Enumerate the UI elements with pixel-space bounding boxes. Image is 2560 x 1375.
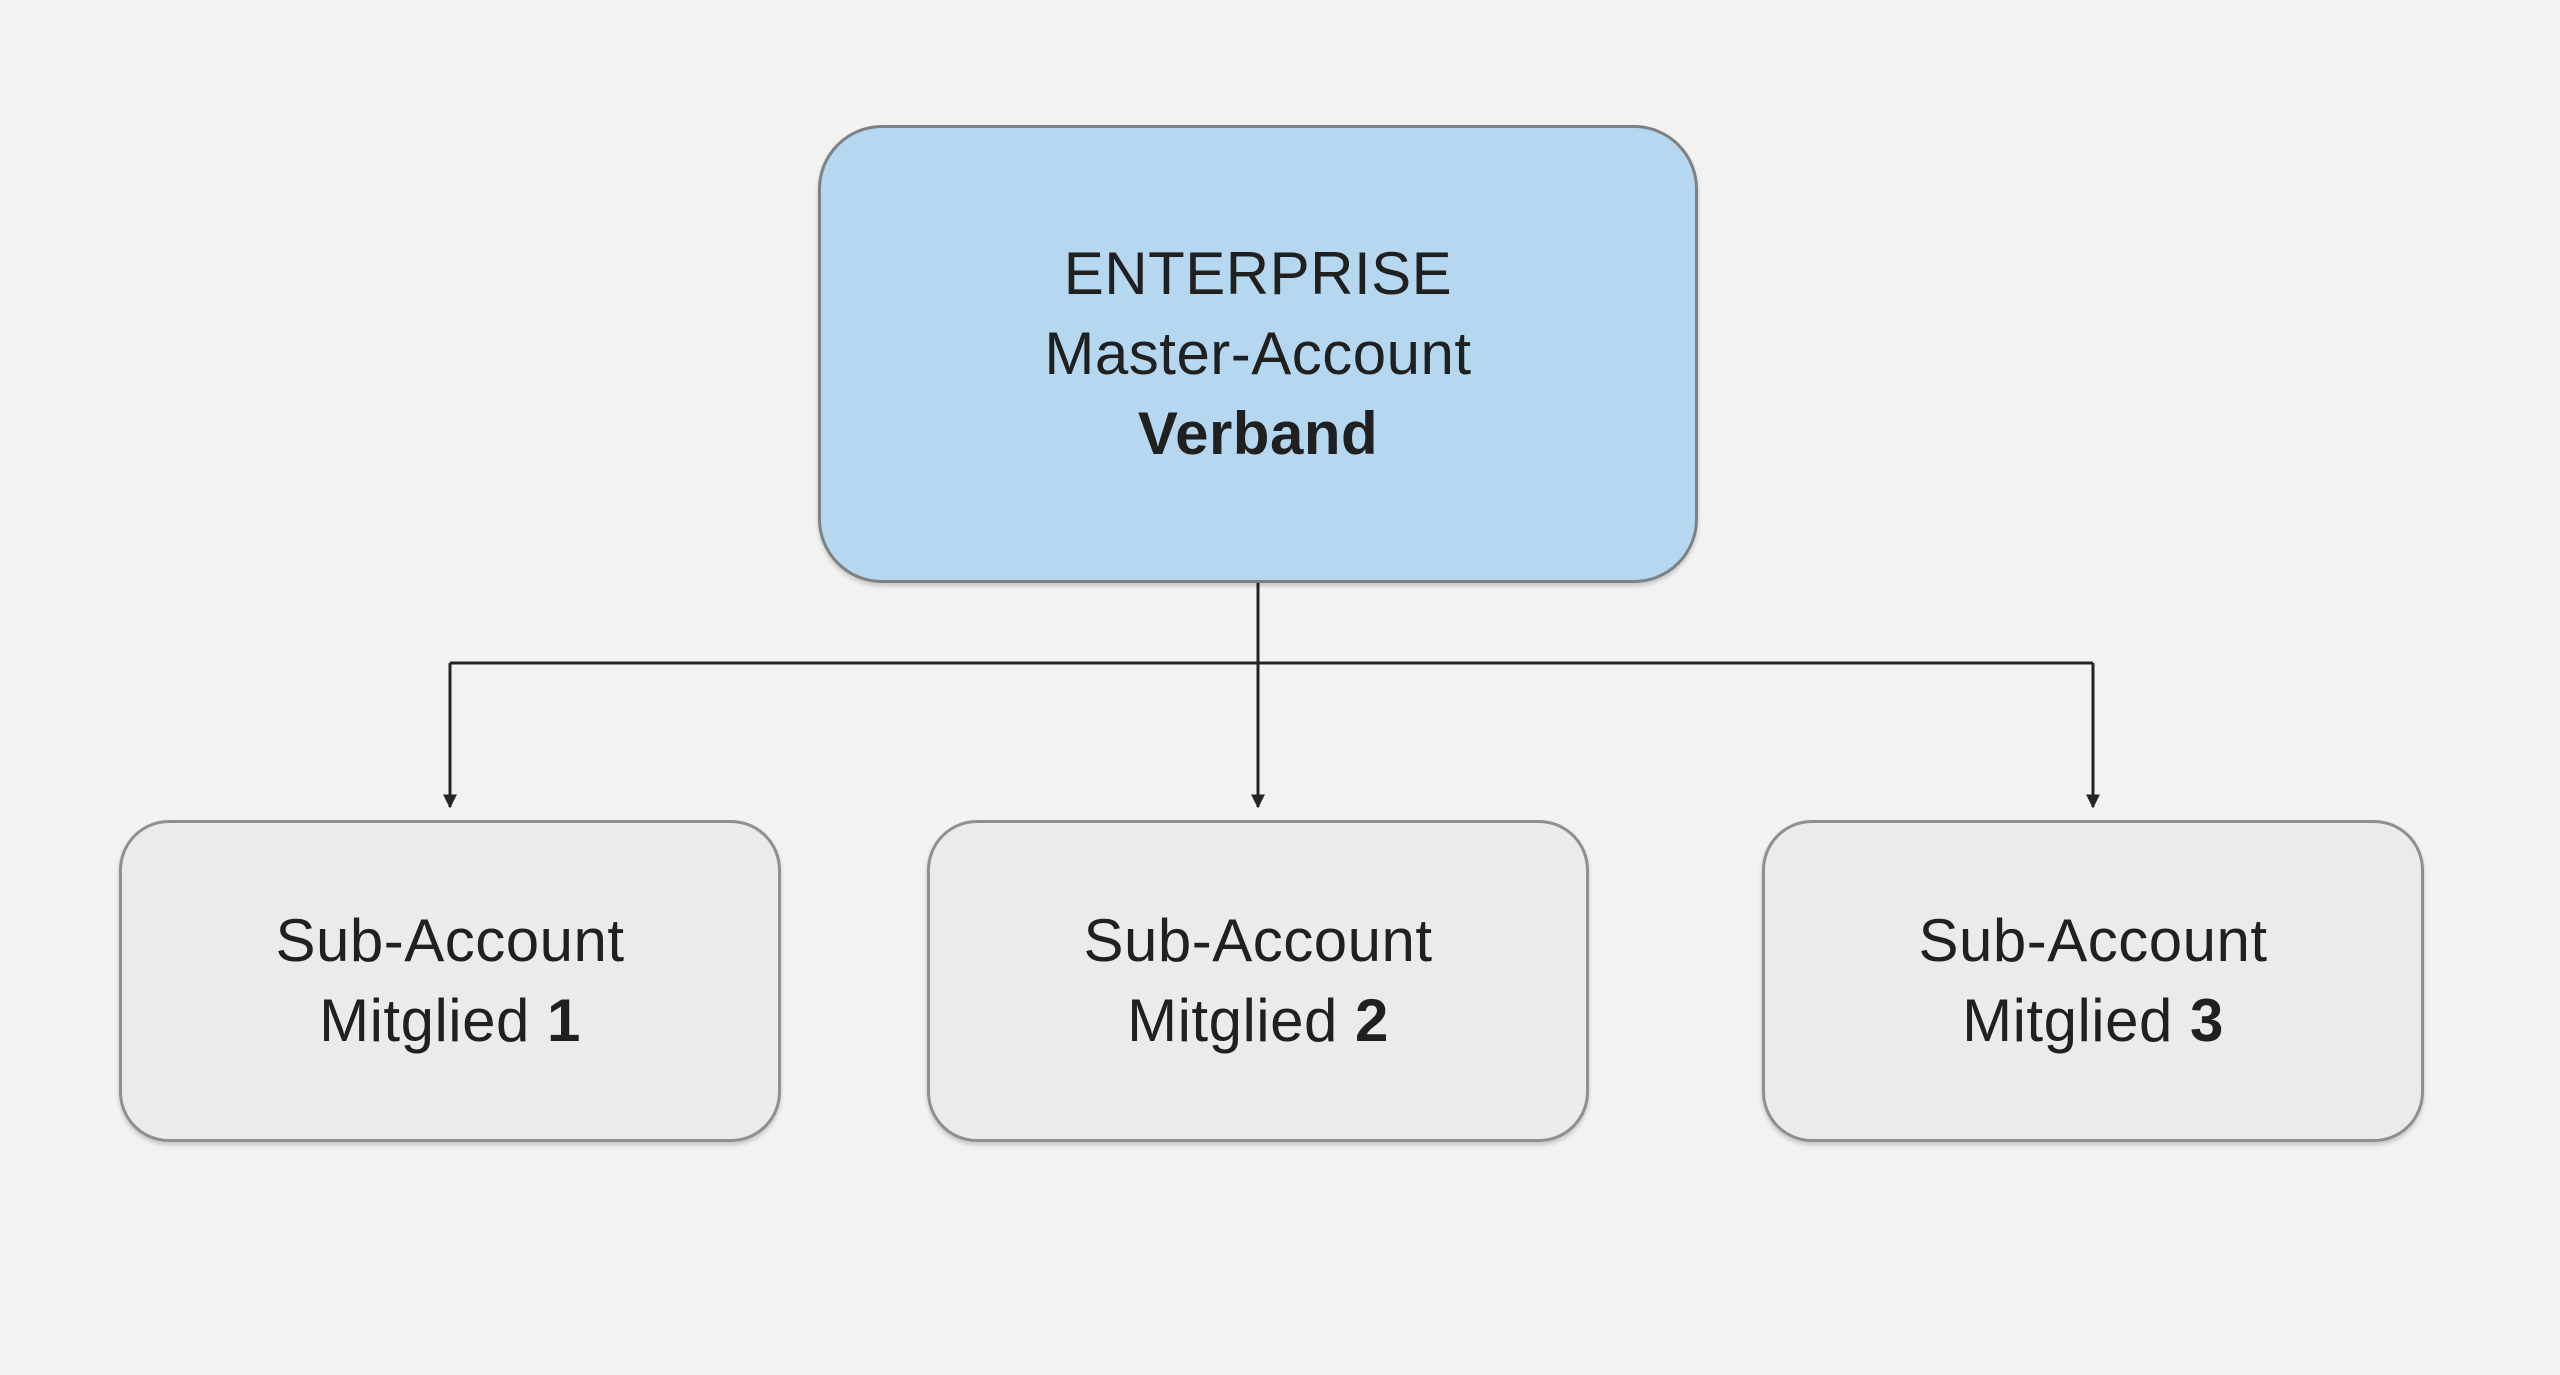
sub1-line-1: Sub-Account <box>275 907 625 974</box>
sub1-label: Mitglied <box>319 987 548 1054</box>
sub2-number: 2 <box>1355 987 1389 1054</box>
sub3-line-1: Sub-Account <box>1918 907 2268 974</box>
sub2-line-1: Sub-Account <box>1083 907 1433 974</box>
node-sub-account-2: Sub-Account Mitglied 2 <box>927 820 1589 1142</box>
sub3-line-2: Mitglied 3 <box>1962 981 2224 1061</box>
node-master-account: ENTERPRISE Master-Account Verband <box>818 125 1698 583</box>
sub1-line-2: Mitglied 1 <box>319 981 581 1061</box>
master-line-2: Master-Account <box>1044 320 1472 387</box>
sub2-line-2: Mitglied 2 <box>1127 981 1389 1061</box>
sub2-label: Mitglied <box>1127 987 1356 1054</box>
sub3-number: 3 <box>2190 987 2224 1054</box>
master-line-3: Verband <box>1137 400 1379 467</box>
sub3-label: Mitglied <box>1962 987 2191 1054</box>
node-sub-account-3: Sub-Account Mitglied 3 <box>1762 820 2424 1142</box>
master-line-1: ENTERPRISE <box>1063 240 1453 307</box>
sub1-number: 1 <box>547 987 581 1054</box>
node-sub-account-1: Sub-Account Mitglied 1 <box>119 820 781 1142</box>
